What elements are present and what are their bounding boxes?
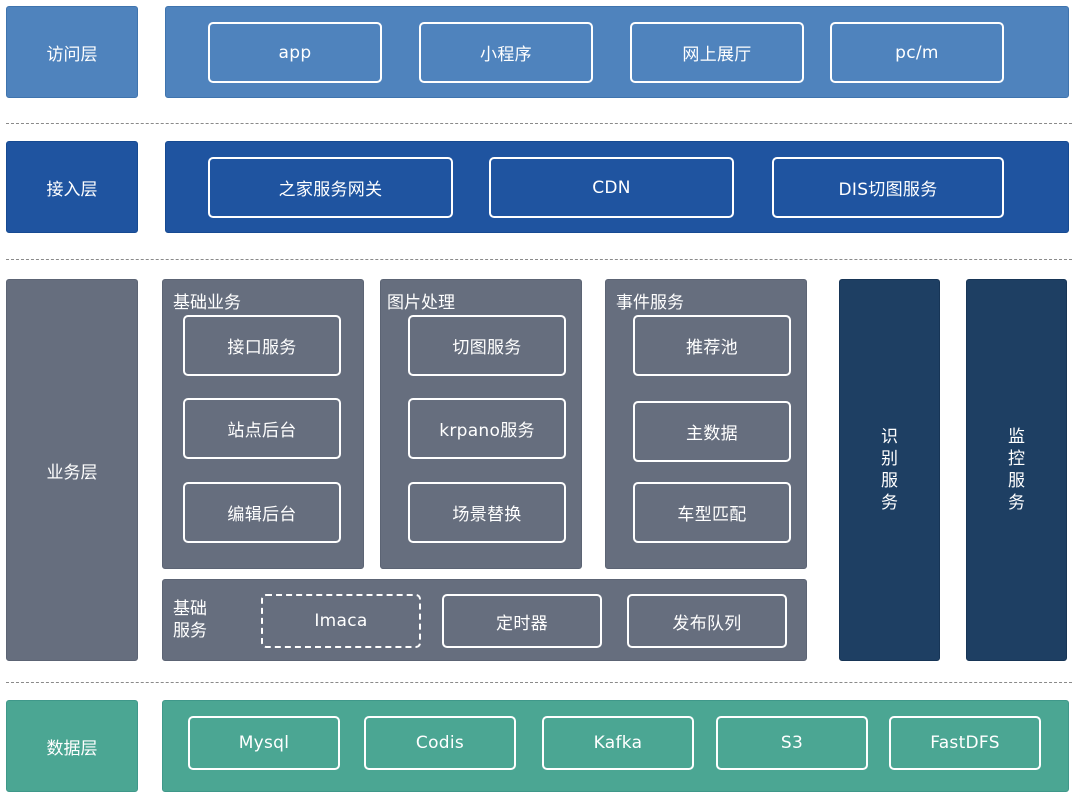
data-item-codis: Codis (364, 716, 516, 770)
access-layer-panel: app 小程序 网上展厅 pc/m (165, 6, 1069, 98)
layer-divider-2 (6, 259, 1072, 260)
data-layer-panel: Mysql Codis Kafka S3 FastDFS (162, 700, 1069, 792)
ingress-item-gateway: 之家服务网关 (208, 157, 453, 218)
business-layer-label-text: 业务层 (46, 462, 98, 483)
group-image-processing-title: 图片处理 (387, 293, 455, 313)
basic-business-item-site-admin: 站点后台 (183, 398, 341, 459)
group-base-services-title: 基础服务 (173, 598, 213, 642)
image-item-scene-replace: 场景替换 (408, 482, 566, 543)
ingress-layer-label: 接入层 (6, 141, 138, 233)
event-item-model-match: 车型匹配 (633, 482, 791, 543)
basic-business-item-api: 接口服务 (183, 315, 341, 376)
access-item-app: app (208, 22, 382, 83)
access-layer-label-text: 访问层 (46, 44, 98, 65)
ingress-item-dis-slicing: DIS切图服务 (772, 157, 1004, 218)
event-item-recommend-pool: 推荐池 (633, 315, 791, 376)
basic-business-item-editor-admin: 编辑后台 (183, 482, 341, 543)
event-item-master-data: 主数据 (633, 401, 791, 462)
layer-divider-1 (6, 123, 1072, 124)
group-basic-business: 基础业务 接口服务 站点后台 编辑后台 (162, 279, 364, 569)
side-service-recognition: 识别服务 (839, 279, 940, 661)
access-item-pc-m: pc/m (830, 22, 1004, 83)
ingress-layer-label-text: 接入层 (46, 179, 98, 200)
base-item-publish-queue: 发布队列 (627, 594, 787, 648)
ingress-layer-panel: 之家服务网关 CDN DIS切图服务 (165, 141, 1069, 233)
base-item-imaca: Imaca (261, 594, 421, 648)
group-image-processing: 图片处理 切图服务 krpano服务 场景替换 (380, 279, 582, 569)
base-item-timer: 定时器 (442, 594, 602, 648)
access-layer-label: 访问层 (6, 6, 138, 98)
data-item-kafka: Kafka (542, 716, 694, 770)
group-base-services-title-text: 基础服务 (173, 599, 207, 641)
data-layer-label: 数据层 (6, 700, 138, 792)
access-item-online-showroom: 网上展厅 (630, 22, 804, 83)
group-event-service-title: 事件服务 (616, 293, 684, 313)
data-layer-label-text: 数据层 (46, 738, 98, 759)
group-event-service: 事件服务 推荐池 主数据 车型匹配 (605, 279, 807, 569)
business-layer-label: 业务层 (6, 279, 138, 661)
group-base-services: 基础服务 Imaca 定时器 发布队列 (162, 579, 807, 661)
ingress-item-cdn: CDN (489, 157, 734, 218)
image-item-krpano: krpano服务 (408, 398, 566, 459)
data-item-s3: S3 (716, 716, 868, 770)
data-item-fastdfs: FastDFS (889, 716, 1041, 770)
image-item-slicing: 切图服务 (408, 315, 566, 376)
layer-divider-3 (6, 682, 1072, 683)
side-service-recognition-text: 识别服务 (881, 427, 898, 513)
data-item-mysql: Mysql (188, 716, 340, 770)
group-basic-business-title: 基础业务 (173, 293, 241, 313)
side-service-monitoring-text: 监控服务 (1008, 427, 1025, 513)
access-item-mini-program: 小程序 (419, 22, 593, 83)
side-service-monitoring: 监控服务 (966, 279, 1067, 661)
